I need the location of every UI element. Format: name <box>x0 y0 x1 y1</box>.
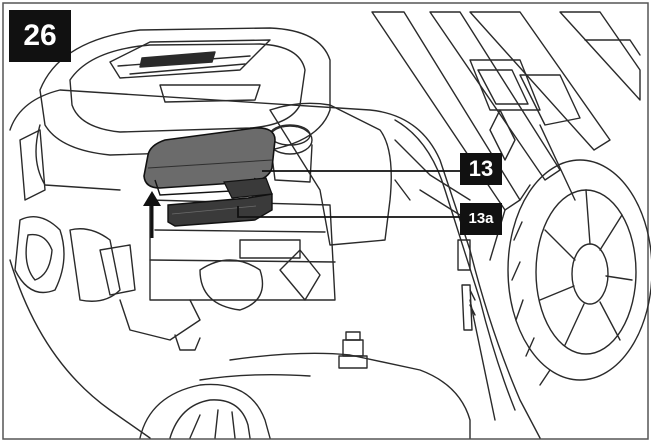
deck-bracket <box>457 239 476 331</box>
callout-13: 13 <box>460 153 502 185</box>
arrow-up-icon <box>143 191 161 238</box>
handle-bars <box>371 11 641 261</box>
valve-fitting <box>338 331 368 369</box>
brand-plate <box>139 51 216 68</box>
air-filter-element <box>167 177 273 227</box>
rear-wheel <box>507 159 651 386</box>
engine-block <box>14 199 336 351</box>
figure-number: 26 <box>9 10 71 62</box>
linkage-rods <box>394 139 496 421</box>
front-wheel <box>139 383 271 439</box>
callout-13a: 13a <box>460 203 502 235</box>
air-filter-cover <box>143 127 276 196</box>
fuel-tank <box>267 102 392 246</box>
mower-deck <box>9 89 541 439</box>
leader-line-13a <box>237 206 460 218</box>
